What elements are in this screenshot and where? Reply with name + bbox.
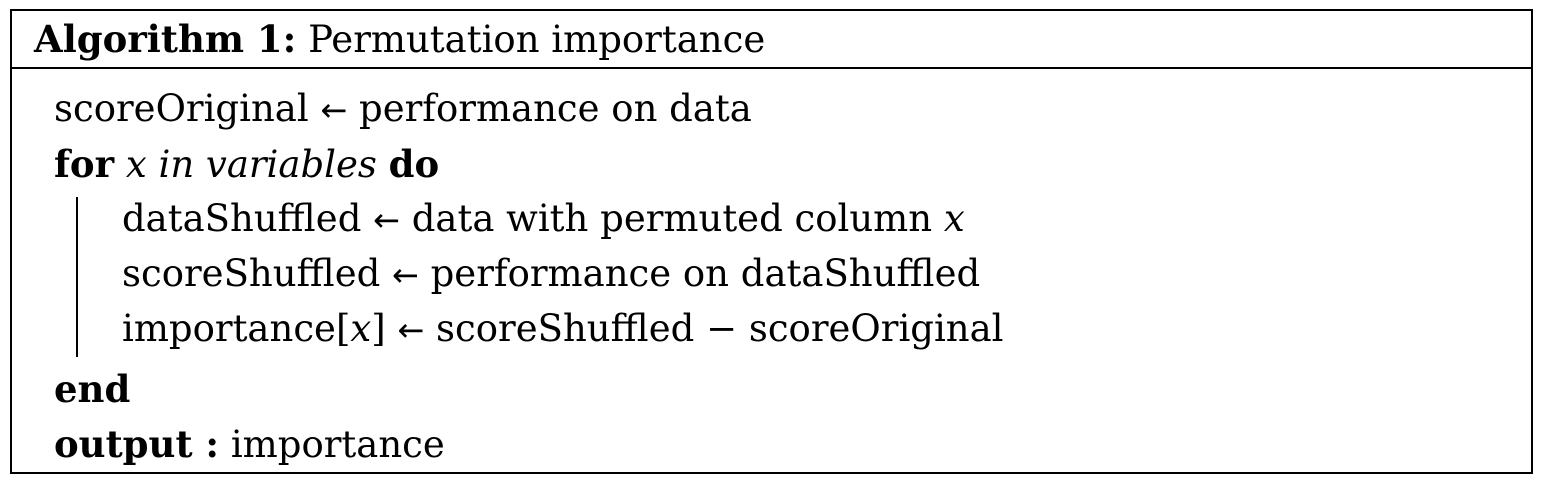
keyword-for: for [54, 142, 115, 186]
score-shuffled-rhs: performance on dataShuffled [430, 252, 981, 295]
line-for-loop: for x in variables do [54, 142, 439, 187]
output-value: importance [230, 423, 445, 466]
loop-variable: x in variables [125, 143, 377, 186]
algorithm-label: Algorithm 1: [34, 17, 297, 61]
importance-lhs-post: ] [371, 307, 386, 350]
keyword-output: output : [54, 422, 220, 466]
line-output: output : importance [54, 422, 445, 467]
line-score-shuffled: scoreShuffled ← performance on dataShuff… [122, 252, 980, 297]
importance-lhs-var: x [350, 307, 372, 350]
score-original-lhs: scoreOriginal [54, 87, 309, 130]
algorithm-title: Algorithm 1: Permutation importance [34, 17, 765, 62]
importance-lhs-pre: importance[ [122, 307, 351, 350]
algorithm-name: Permutation importance [308, 18, 766, 61]
assign-arrow: ← [397, 311, 425, 349]
loop-block-rule [76, 197, 78, 357]
keyword-end: end [54, 367, 131, 411]
importance-rhs: scoreShuffled − scoreOriginal [436, 307, 1004, 350]
line-end: end [54, 367, 130, 412]
score-shuffled-lhs: scoreShuffled [122, 252, 381, 295]
keyword-do: do [388, 142, 440, 186]
assign-arrow: ← [373, 201, 400, 239]
algorithm-header: Algorithm 1: Permutation importance [12, 11, 1531, 69]
line-importance: importance[x] ← scoreShuffled − scoreOri… [122, 307, 1004, 352]
assign-arrow: ← [392, 256, 419, 294]
data-shuffled-lhs: dataShuffled [122, 197, 362, 240]
algorithm-box: Algorithm 1: Permutation importance scor… [10, 9, 1533, 474]
score-original-rhs: performance on data [359, 87, 752, 130]
assign-arrow: ← [320, 91, 348, 129]
line-data-shuffled: dataShuffled ← data with permuted column… [122, 197, 965, 242]
data-shuffled-var: x [943, 197, 965, 240]
data-shuffled-rhs: data with permuted column [411, 197, 933, 240]
line-score-original: scoreOriginal ← performance on data [54, 87, 752, 132]
